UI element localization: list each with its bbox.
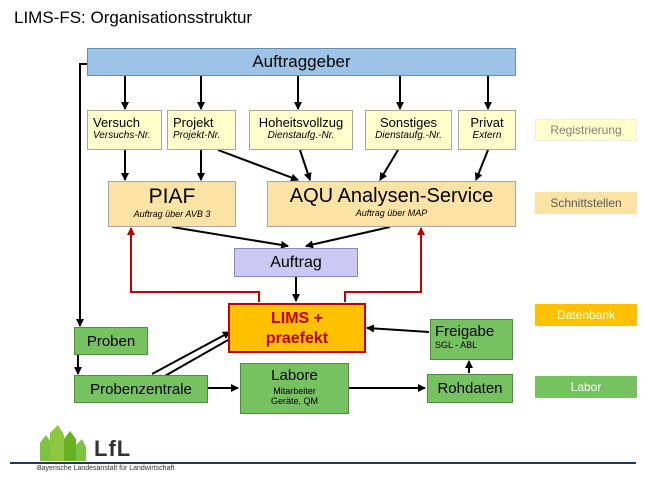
auftraggeber-label: Auftraggeber <box>252 52 351 71</box>
source-versuch-sub: Versuchs-Nr. <box>93 130 151 141</box>
aqu-sub: Auftrag über MAP <box>355 208 428 218</box>
probenzentrale-box: Probenzentrale <box>74 375 208 403</box>
source-projekt-label: Projekt <box>173 115 214 130</box>
legend-registrierung-label: Registrierung <box>550 123 622 137</box>
source-projekt: Projekt Projekt-Nr. <box>167 110 236 150</box>
lfl-logo-text: LfL <box>94 436 132 461</box>
auftraggeber-box: Auftraggeber <box>87 48 516 76</box>
source-privat: Privat Extern <box>458 110 516 150</box>
freigabe-box: Freigabe SGL - ABL <box>430 319 513 360</box>
legend-schnittstellen: Schnittstellen <box>535 192 637 214</box>
source-sonstiges-label: Sonstiges <box>379 115 438 130</box>
source-hoheitsvollzug-label: Hoheitsvollzug <box>258 115 344 130</box>
aqu-label: AQU Analysen-Service <box>289 185 494 207</box>
legend-datenbank: Datenbank <box>535 304 637 326</box>
labore-line2: Geräte, QM <box>270 396 318 406</box>
source-hoheitsvollzug: Hoheitsvollzug Dienstaufg.-Nr. <box>249 110 353 150</box>
source-privat-label: Privat <box>470 115 504 130</box>
proben-label: Proben <box>86 332 136 350</box>
page-title: LIMS-FS: Organisationsstruktur <box>14 8 253 27</box>
source-versuch-label: Versuch <box>93 115 140 130</box>
labore-box: Labore Mitarbeiter Geräte, QM <box>240 363 349 414</box>
lims-box: LIMS + praefekt <box>228 303 366 353</box>
auftrag-label: Auftrag <box>270 253 322 271</box>
proben-box: Proben <box>74 327 148 355</box>
source-projekt-sub: Projekt-Nr. <box>173 130 221 141</box>
source-privat-sub: Extern <box>472 130 502 141</box>
source-sonstiges-sub: Dienstaufg.-Nr. <box>375 130 442 141</box>
freigabe-sub: SGL - ABL <box>435 340 478 350</box>
lims-line1: LIMS + <box>270 310 323 327</box>
source-hoheitsvollzug-sub: Dienstaufg.-Nr. <box>267 130 335 141</box>
legend-registrierung: Registrierung <box>535 119 637 141</box>
probenzentrale-label: Probenzentrale <box>90 380 192 398</box>
legend-labor: Labor <box>535 376 637 398</box>
freigabe-label: Freigabe <box>435 323 495 340</box>
legend-labor-label: Labor <box>570 380 602 394</box>
aqu-box: AQU Analysen-Service Auftrag über MAP <box>267 181 516 227</box>
piaf-box: PIAF Auftrag über AVB 3 <box>108 181 236 227</box>
lfl-caption: Bayerische Landesanstalt für Landwirtsch… <box>37 465 175 472</box>
piaf-label: PIAF <box>148 185 196 208</box>
lfl-logo-icon <box>40 425 86 461</box>
piaf-sub: Auftrag über AVB 3 <box>133 209 211 219</box>
legend-schnittstellen-label: Schnittstellen <box>550 196 622 210</box>
lims-line2: praefekt <box>265 330 329 347</box>
labore-line1: Mitarbeiter <box>273 386 316 396</box>
source-sonstiges: Sonstiges Dienstaufg.-Nr. <box>365 110 452 150</box>
legend-datenbank-label: Datenbank <box>556 308 616 322</box>
footer-line <box>10 462 636 464</box>
labore-label: Labore <box>271 367 318 384</box>
auftrag-box: Auftrag <box>234 248 358 277</box>
rohdaten-label: Rohdaten <box>437 380 503 397</box>
rohdaten-box: Rohdaten <box>427 374 513 403</box>
source-versuch: Versuch Versuchs-Nr. <box>87 110 162 150</box>
